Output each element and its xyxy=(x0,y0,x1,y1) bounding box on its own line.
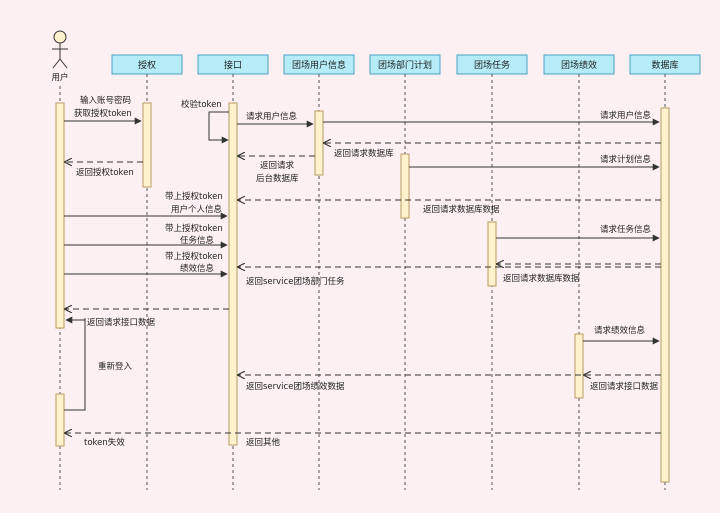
label-token-perf-info-1: 带上授权token xyxy=(165,251,223,262)
activation-user-main xyxy=(55,102,65,329)
label-request-perf: 请求绩效信息 xyxy=(594,325,646,336)
participant-api: 接口 xyxy=(197,54,269,75)
participant-label: 团场任务 xyxy=(474,59,510,71)
label-return-service-perf: 返回service团场绩效数据 xyxy=(246,381,345,392)
participant-team-task: 团场任务 xyxy=(456,54,528,75)
participant-team-dept: 团场部门计划 xyxy=(369,54,441,75)
activation-user-relogin xyxy=(55,393,65,447)
message-labels: 输入账号密码 获取授权token 校验token 请求用户信息 请求用户信息 返… xyxy=(74,95,659,448)
label-token-expired: token失效 xyxy=(84,437,125,448)
label-return-db-data: 返回请求数据库数据 xyxy=(423,204,500,215)
label-return-other: 返回其他 xyxy=(246,437,281,448)
participant-label: 团场用户信息 xyxy=(292,59,346,71)
actor-head xyxy=(53,30,67,44)
label-token-task-info-2: 任务信息 xyxy=(180,235,215,246)
label-return-service-dept-task: 返回service团场部门任务 xyxy=(246,276,345,287)
message-return-api-data xyxy=(65,316,86,324)
participant-label: 团场部门计划 xyxy=(378,59,432,71)
label-login-1: 输入账号密码 xyxy=(80,95,131,106)
activation-team-task xyxy=(487,221,497,287)
activations xyxy=(55,102,670,483)
activation-team-dept xyxy=(400,153,410,219)
message-arrow xyxy=(208,111,229,144)
activation-db xyxy=(660,107,670,483)
message-verify-token xyxy=(208,111,229,144)
participant-label: 接口 xyxy=(224,59,242,71)
label-verify-token: 校验token xyxy=(181,99,222,110)
label-request-task: 请求任务信息 xyxy=(600,224,652,235)
label-login-2: 获取授权token xyxy=(74,108,132,119)
label-return-task-db-data: 返回请求数据库数据 xyxy=(503,273,580,284)
activation-auth xyxy=(142,102,152,188)
label-request-user-info: 请求用户信息 xyxy=(246,111,298,122)
participant-label: 数据库 xyxy=(651,59,678,71)
label-token-task-info-1: 带上授权token xyxy=(165,223,223,234)
label-token-user-info-2: 用户个人信息 xyxy=(171,204,223,215)
message-arrow xyxy=(64,320,86,411)
actor-label: 用户 xyxy=(51,72,68,83)
activation-api xyxy=(228,102,238,446)
label-return-api-data: 返回请求接口数据 xyxy=(87,317,156,328)
message-relogin-loop xyxy=(64,320,86,411)
label-return-token: 返回授权token xyxy=(76,167,134,178)
label-return-db: 返回请求数据库 xyxy=(334,148,394,159)
label-token-perf-info-2: 绩效信息 xyxy=(180,263,215,274)
participant-label: 授权 xyxy=(138,59,156,71)
label-return-request-2: 后台数据库 xyxy=(256,173,299,184)
actor-leg-left xyxy=(52,58,61,69)
participant-label: 团场绩效 xyxy=(561,59,597,71)
activation-team-user xyxy=(314,110,324,176)
label-token-user-info-1: 带上授权token xyxy=(165,191,223,202)
label-request-user-info-db: 请求用户信息 xyxy=(600,110,652,121)
actor-leg-right xyxy=(59,58,68,69)
participant-db: 数据库 xyxy=(629,54,701,75)
participant-team-perf: 团场绩效 xyxy=(543,54,615,75)
label-return-request-1: 返回请求 xyxy=(260,160,295,171)
participant-auth: 授权 xyxy=(111,54,183,75)
label-request-plan: 请求计划信息 xyxy=(600,154,652,165)
message-arrow xyxy=(65,316,86,324)
messages xyxy=(64,111,661,433)
participant-team-user: 团场用户信息 xyxy=(283,54,355,75)
label-return-perf-api-data: 返回请求接口数据 xyxy=(590,381,659,392)
actor-user: 用户 xyxy=(51,30,69,83)
activation-team-perf xyxy=(574,333,584,399)
label-relogin: 重新登入 xyxy=(98,361,133,372)
